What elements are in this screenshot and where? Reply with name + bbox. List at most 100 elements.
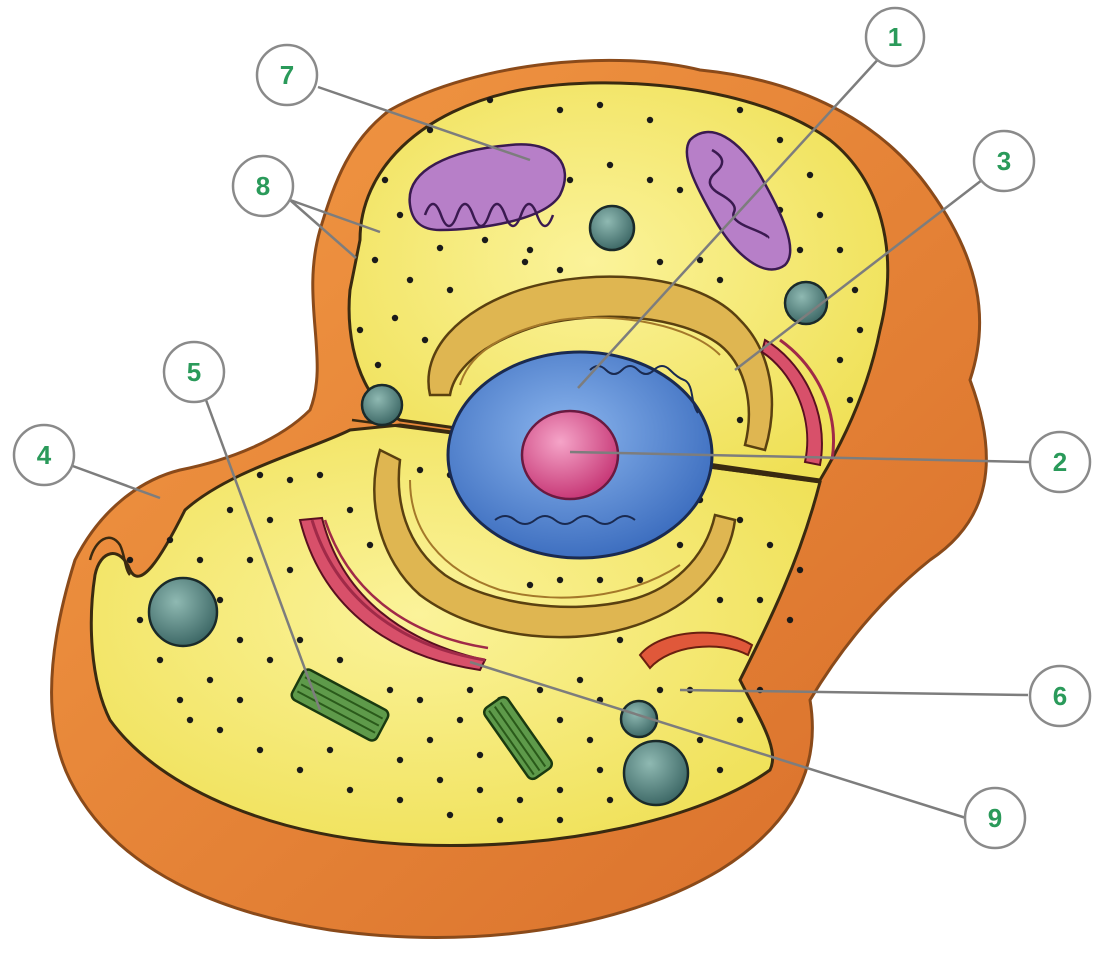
granule-dot bbox=[297, 767, 303, 773]
granule-dot bbox=[717, 597, 723, 603]
callout-6-label: 6 bbox=[1053, 681, 1067, 711]
callout-6: 6 bbox=[1030, 666, 1090, 726]
granule-dot bbox=[382, 177, 388, 183]
granule-dot bbox=[207, 677, 213, 683]
granule-dot bbox=[477, 752, 483, 758]
callout-5-label: 5 bbox=[187, 357, 201, 387]
granule-dot bbox=[797, 567, 803, 573]
callout-7-label: 7 bbox=[280, 60, 294, 90]
granule-dot bbox=[597, 102, 603, 108]
granule-dot bbox=[557, 717, 563, 723]
vesicle-large-bottom bbox=[624, 741, 688, 805]
granule-dot bbox=[447, 812, 453, 818]
granule-dot bbox=[177, 697, 183, 703]
callout-7: 7 bbox=[257, 45, 317, 105]
granule-dot bbox=[757, 597, 763, 603]
granule-dot bbox=[392, 315, 398, 321]
granule-dot bbox=[397, 212, 403, 218]
granule-dot bbox=[807, 172, 813, 178]
granule-dot bbox=[517, 797, 523, 803]
granule-dot bbox=[557, 577, 563, 583]
granule-dot bbox=[557, 267, 563, 273]
granule-dot bbox=[567, 177, 573, 183]
granule-dot bbox=[347, 507, 353, 513]
callout-9-label: 9 bbox=[988, 803, 1002, 833]
granule-dot bbox=[237, 637, 243, 643]
granule-dot bbox=[417, 467, 423, 473]
callout-2: 2 bbox=[1030, 432, 1090, 492]
granule-dot bbox=[637, 577, 643, 583]
granule-dot bbox=[787, 617, 793, 623]
granule-dot bbox=[217, 727, 223, 733]
granule-dot bbox=[717, 767, 723, 773]
callout-4: 4 bbox=[14, 425, 74, 485]
granule-dot bbox=[447, 287, 453, 293]
granule-dot bbox=[347, 787, 353, 793]
granule-dot bbox=[267, 657, 273, 663]
granule-dot bbox=[397, 757, 403, 763]
granule-dot bbox=[457, 717, 463, 723]
granule-dot bbox=[257, 747, 263, 753]
granule-dot bbox=[717, 277, 723, 283]
granule-dot bbox=[187, 717, 193, 723]
granule-dot bbox=[537, 687, 543, 693]
granule-dot bbox=[557, 817, 563, 823]
granule-dot bbox=[247, 557, 253, 563]
granule-dot bbox=[597, 577, 603, 583]
vesicle-left bbox=[362, 385, 402, 425]
granule-dot bbox=[522, 259, 528, 265]
callout-1: 1 bbox=[866, 8, 924, 66]
granule-dot bbox=[167, 537, 173, 543]
granule-dot bbox=[227, 507, 233, 513]
granule-dot bbox=[337, 657, 343, 663]
granule-dot bbox=[587, 737, 593, 743]
granule-dot bbox=[427, 737, 433, 743]
granule-dot bbox=[527, 247, 533, 253]
granule-dot bbox=[127, 557, 133, 563]
granule-dot bbox=[497, 817, 503, 823]
granule-dot bbox=[287, 477, 293, 483]
granule-dot bbox=[657, 687, 663, 693]
granule-dot bbox=[367, 542, 373, 548]
granule-dot bbox=[217, 597, 223, 603]
granule-dot bbox=[137, 617, 143, 623]
granule-dot bbox=[387, 687, 393, 693]
granule-dot bbox=[607, 797, 613, 803]
granule-dot bbox=[657, 259, 663, 265]
granule-dot bbox=[487, 97, 493, 103]
granule-dot bbox=[697, 737, 703, 743]
granule-dot bbox=[737, 107, 743, 113]
granule-dot bbox=[297, 637, 303, 643]
callout-1-label: 1 bbox=[888, 22, 902, 52]
granule-dot bbox=[482, 237, 488, 243]
granule-dot bbox=[427, 127, 433, 133]
granule-dot bbox=[557, 107, 563, 113]
granule-dot bbox=[197, 557, 203, 563]
granule-dot bbox=[327, 747, 333, 753]
granule-dot bbox=[607, 162, 613, 168]
callout-8: 8 bbox=[233, 156, 293, 216]
granule-dot bbox=[847, 397, 853, 403]
granule-dot bbox=[677, 542, 683, 548]
granule-dot bbox=[397, 797, 403, 803]
granule-dot bbox=[617, 637, 623, 643]
granule-dot bbox=[422, 337, 428, 343]
granule-dot bbox=[597, 767, 603, 773]
granule-dot bbox=[767, 542, 773, 548]
granule-dot bbox=[797, 247, 803, 253]
callout-9: 9 bbox=[965, 788, 1025, 848]
nucleolus bbox=[522, 411, 618, 499]
granule-dot bbox=[737, 717, 743, 723]
granule-dot bbox=[647, 117, 653, 123]
vesicle-top bbox=[590, 206, 634, 250]
callout-4-label: 4 bbox=[37, 440, 52, 470]
granule-dot bbox=[287, 567, 293, 573]
granule-dot bbox=[677, 187, 683, 193]
granule-dot bbox=[375, 362, 381, 368]
granule-dot bbox=[852, 287, 858, 293]
granule-dot bbox=[237, 697, 243, 703]
callout-5: 5 bbox=[164, 342, 224, 402]
callout-3: 3 bbox=[974, 131, 1034, 191]
granule-dot bbox=[737, 417, 743, 423]
